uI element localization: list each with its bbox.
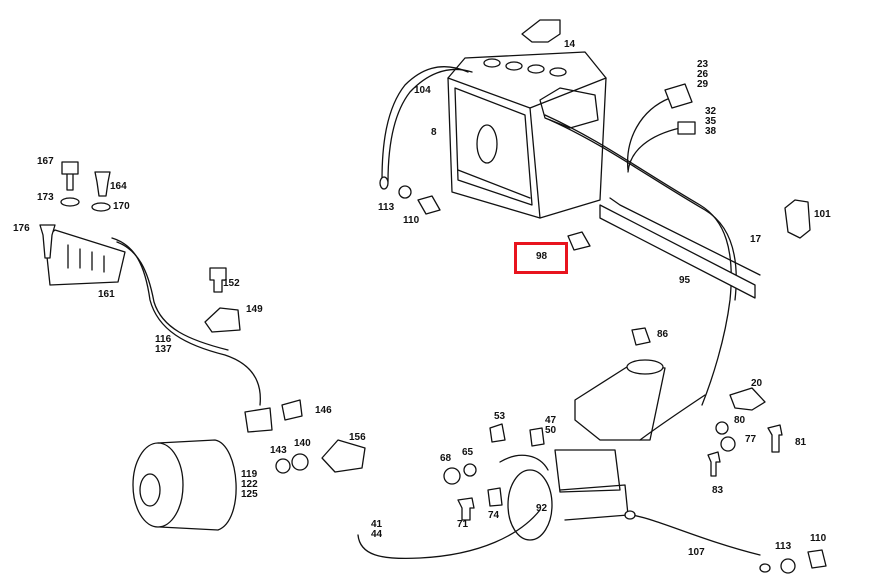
label-140[interactable]: 140 xyxy=(294,438,311,449)
bracket-74 xyxy=(487,487,503,507)
nut-143 xyxy=(275,458,291,474)
label-86[interactable]: 86 xyxy=(657,329,669,340)
label-110-bottom[interactable]: 110 xyxy=(810,533,827,544)
label-17[interactable]: 17 xyxy=(750,234,762,245)
label-113[interactable]: 113 xyxy=(378,202,395,213)
cable-23 xyxy=(626,97,671,171)
highlight-box xyxy=(514,242,568,274)
bolt-110a xyxy=(417,195,441,215)
tray-95 xyxy=(599,204,756,299)
label-143[interactable]: 143 xyxy=(270,445,287,456)
label-53[interactable]: 53 xyxy=(494,411,506,422)
label-95[interactable]: 95 xyxy=(679,275,691,286)
washer-173 xyxy=(60,197,80,207)
label-92[interactable]: 92 xyxy=(536,503,548,514)
label-98[interactable]: 98 xyxy=(536,251,548,262)
label-176[interactable]: 176 xyxy=(13,223,30,234)
cable-41 xyxy=(357,509,541,560)
nut-68 xyxy=(443,467,461,485)
clamp-20 xyxy=(729,387,766,411)
screw-164 xyxy=(94,171,111,197)
label-173[interactable]: 173 xyxy=(37,192,54,203)
connector-146 xyxy=(244,407,273,433)
clip-149 xyxy=(204,307,241,333)
nut-65 xyxy=(463,463,477,477)
label-71[interactable]: 71 xyxy=(457,519,469,530)
label-107[interactable]: 107 xyxy=(688,547,705,558)
label-74[interactable]: 74 xyxy=(488,510,500,521)
washer-77 xyxy=(720,436,736,452)
label-101[interactable]: 101 xyxy=(814,209,831,220)
clip-86 xyxy=(631,327,651,346)
label-146[interactable]: 146 xyxy=(315,405,332,416)
bolt-81 xyxy=(767,424,783,453)
part-101 xyxy=(784,199,811,239)
label-152[interactable]: 152 xyxy=(223,278,240,289)
label-65[interactable]: 65 xyxy=(462,447,474,458)
label-113-bottom[interactable]: 113 xyxy=(775,541,792,552)
cable-107 xyxy=(631,514,761,556)
clip-98 xyxy=(567,231,591,251)
label-23-26-29[interactable]: 23 26 29 xyxy=(697,59,709,90)
label-41-44[interactable]: 41 44 xyxy=(371,519,383,540)
cable-104 xyxy=(381,66,469,181)
label-170[interactable]: 170 xyxy=(113,201,130,212)
bracket-14 xyxy=(521,19,561,43)
washer-113a xyxy=(398,185,412,199)
screw-176 xyxy=(39,224,56,259)
label-81[interactable]: 81 xyxy=(795,437,807,448)
label-32-35-38[interactable]: 32 35 38 xyxy=(705,106,717,137)
label-77[interactable]: 77 xyxy=(745,434,757,445)
label-8[interactable]: 8 xyxy=(431,127,437,138)
battery xyxy=(447,51,607,219)
clip-47 xyxy=(529,427,545,447)
cable-17 xyxy=(544,114,732,406)
solenoid-92 xyxy=(507,469,553,541)
washer-170 xyxy=(91,202,111,212)
label-164[interactable]: 164 xyxy=(110,181,127,192)
starter xyxy=(554,359,666,521)
alternator xyxy=(132,439,237,531)
label-149[interactable]: 149 xyxy=(246,304,263,315)
label-14[interactable]: 14 xyxy=(564,39,576,50)
label-161[interactable]: 161 xyxy=(98,289,115,300)
label-167[interactable]: 167 xyxy=(37,156,54,167)
nut-140 xyxy=(291,453,309,471)
label-20[interactable]: 20 xyxy=(751,378,763,389)
label-119-122-125[interactable]: 119 122 125 xyxy=(241,469,258,500)
screw-167 xyxy=(61,161,79,191)
bolt-71 xyxy=(457,497,475,521)
boot-156 xyxy=(321,439,366,473)
label-68[interactable]: 68 xyxy=(440,453,452,464)
label-156[interactable]: 156 xyxy=(349,432,366,443)
nut-80 xyxy=(715,421,729,435)
label-104[interactable]: 104 xyxy=(414,85,431,96)
label-116-137[interactable]: 116 137 xyxy=(155,334,172,355)
label-80[interactable]: 80 xyxy=(734,415,746,426)
clamp-53 xyxy=(489,423,506,443)
label-110[interactable]: 110 xyxy=(403,215,420,226)
bolt-83 xyxy=(707,451,721,477)
bolt-152 xyxy=(209,267,227,293)
label-47-50[interactable]: 47 50 xyxy=(545,415,557,436)
washer-113b xyxy=(780,558,796,574)
label-83[interactable]: 83 xyxy=(712,485,724,496)
bolt-110b xyxy=(807,549,827,569)
